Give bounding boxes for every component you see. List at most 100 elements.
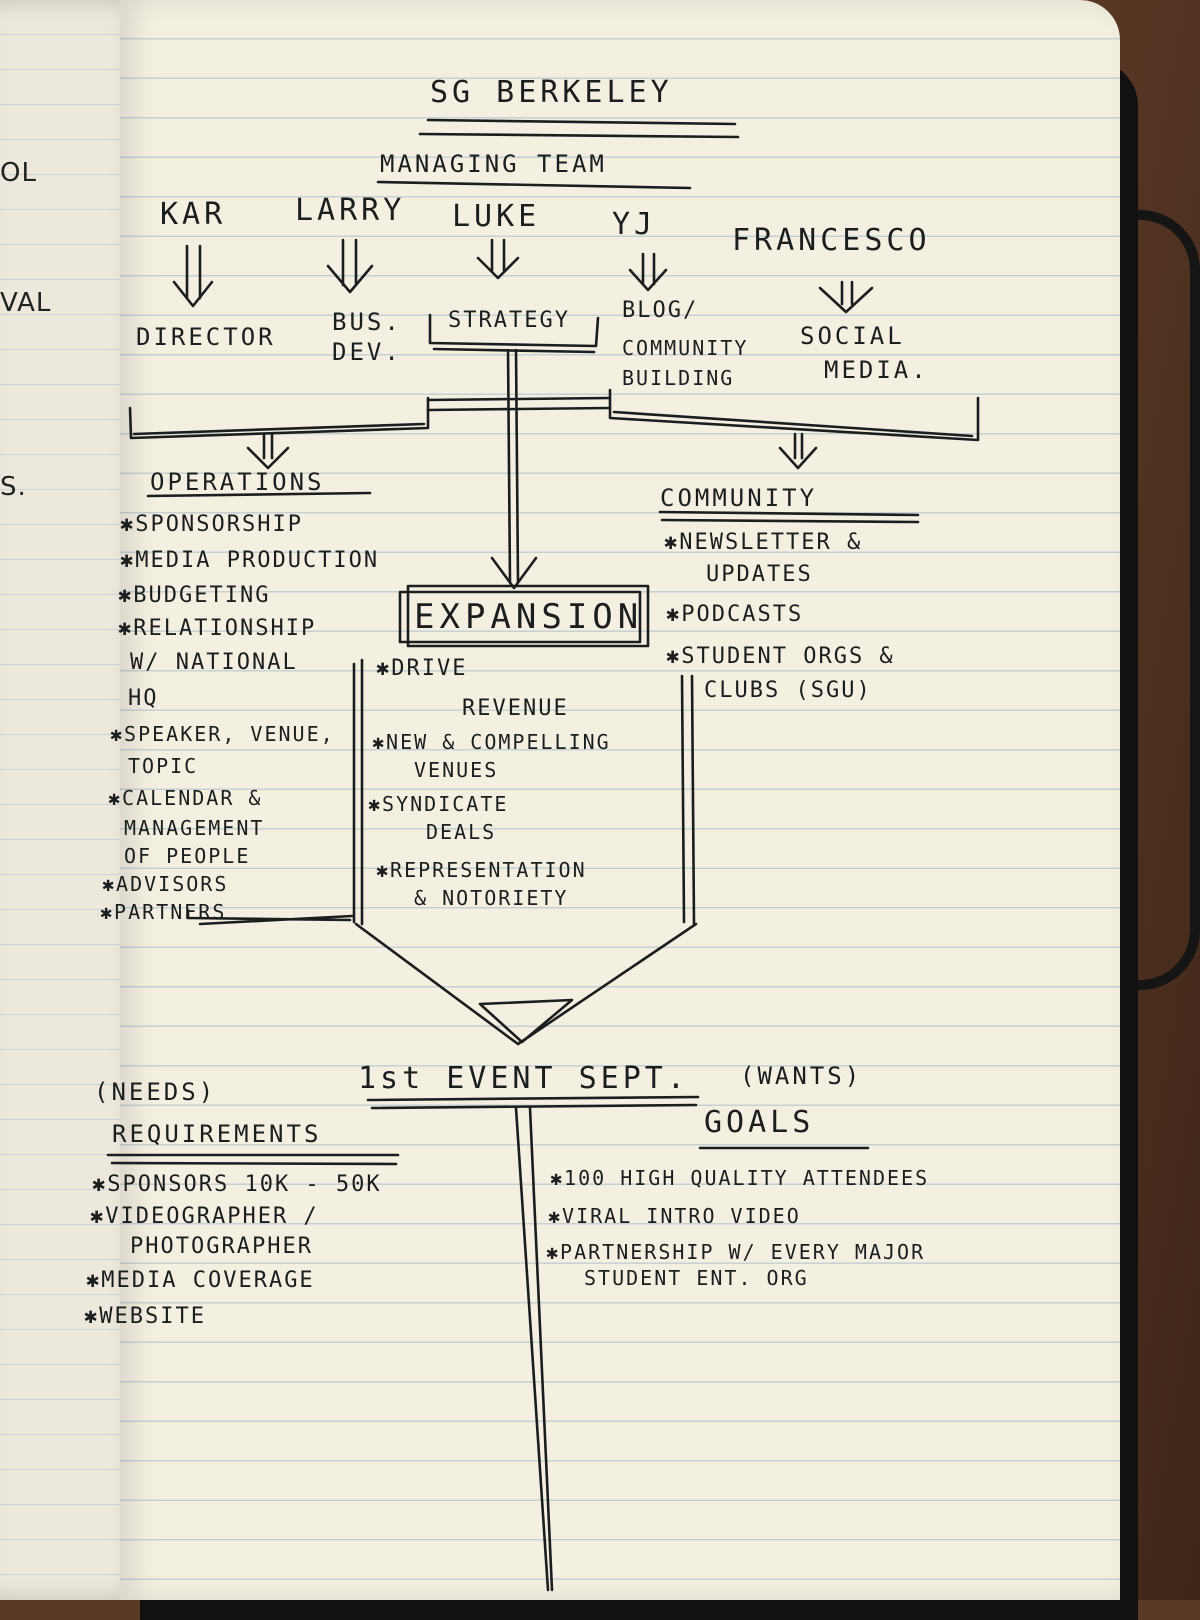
requirements-underline: [106, 1153, 400, 1166]
funnel-triangle: [478, 998, 574, 1044]
list-item-continued: CLUBS (SGU): [704, 678, 872, 703]
member-name: KAR: [160, 197, 227, 232]
star-bullet-icon: ✱: [376, 656, 392, 681]
member-role: SOCIAL: [800, 322, 905, 350]
diagram-title: SG BERKELEY: [430, 75, 673, 110]
operations-link: [186, 908, 354, 926]
list-item: ✱VIDEOGRAPHER /: [90, 1204, 319, 1229]
arrow-icon: [628, 252, 668, 292]
double-arrow-icon: [778, 432, 818, 470]
member-role: DEV.: [332, 338, 402, 366]
bracket-connector: [426, 396, 612, 412]
list-item: ✱REPRESENTATION: [376, 858, 587, 882]
member-role: STRATEGY: [448, 308, 570, 333]
star-bullet-icon: ✱: [376, 858, 391, 882]
left-page-fragment: S.: [0, 472, 27, 502]
list-item-continued: & NOTORIETY: [414, 886, 569, 910]
star-bullet-icon: ✱: [84, 1304, 100, 1329]
star-bullet-icon: ✱: [666, 644, 682, 669]
list-item-continued: MANAGEMENT: [124, 816, 265, 840]
left-page-fragment: VAL: [0, 288, 52, 318]
expansion-box-outline: [406, 584, 650, 648]
list-item-continued: HQ: [128, 686, 159, 711]
list-item-continued: W/ NATIONAL: [130, 650, 298, 675]
list-item: ✱ADVISORS: [102, 872, 229, 896]
list-item: ✱NEW & COMPELLING: [372, 730, 611, 754]
star-bullet-icon: ✱: [100, 900, 115, 924]
title-underline: [418, 118, 740, 139]
operations-heading: OPERATIONS: [150, 468, 325, 496]
arrow-icon: [172, 244, 214, 308]
star-bullet-icon: ✱: [110, 722, 125, 746]
goals-heading: GOALS: [704, 1105, 815, 1140]
star-bullet-icon: ✱: [548, 1204, 563, 1228]
list-item: ✱NEWSLETTER &: [664, 530, 863, 555]
requirements-note: (NEEDS): [94, 1078, 217, 1106]
event-stem: [514, 1106, 554, 1592]
star-bullet-icon: ✱: [546, 1240, 561, 1264]
list-item: ✱VIRAL INTRO VIDEO: [548, 1204, 801, 1228]
list-item: ✱DRIVE: [376, 656, 468, 681]
list-item-continued: DEALS: [426, 820, 497, 844]
member-role: BUILDING: [622, 366, 735, 390]
operations-bracket: [128, 396, 430, 440]
list-item: ✱SPONSORS 10K - 50K: [92, 1172, 382, 1197]
star-bullet-icon: ✱: [108, 786, 123, 810]
list-item: ✱SYNDICATE: [368, 792, 509, 816]
managing-team-underline: [376, 180, 692, 190]
expansion-heading: EXPANSION: [414, 597, 644, 637]
member-role: BUS.: [332, 308, 402, 336]
list-item: ✱PARTNERSHIP W/ EVERY MAJOR: [546, 1240, 926, 1264]
list-item: ✱SPONSORSHIP: [120, 512, 303, 537]
star-bullet-icon: ✱: [120, 548, 136, 573]
community-bracket: [608, 388, 980, 442]
double-arrow-icon: [326, 238, 374, 294]
list-item: ✱PODCASTS: [666, 602, 804, 627]
notebook-page: [120, 0, 1120, 1600]
strategy-bracket: [428, 313, 600, 354]
list-item-continued: PHOTOGRAPHER: [130, 1234, 313, 1259]
member-role: MEDIA.: [824, 356, 929, 384]
arrow-icon: [246, 433, 290, 470]
list-item: ✱STUDENT ORGS &: [666, 644, 895, 669]
list-item: ✱WEBSITE: [84, 1304, 206, 1329]
member-name: FRANCESCO: [732, 223, 931, 258]
star-bullet-icon: ✱: [550, 1166, 565, 1190]
event-heading: 1st EVENT SEPT.: [358, 1061, 689, 1096]
member-role: DIRECTOR: [136, 323, 276, 351]
list-item-continued: STUDENT ENT. ORG: [584, 1266, 809, 1290]
list-item-continued: UPDATES: [706, 562, 813, 587]
arrow-icon: [476, 238, 520, 280]
community-bracket: [612, 410, 974, 438]
star-bullet-icon: ✱: [368, 792, 383, 816]
funnel-bottom: [354, 922, 698, 1046]
operations-underline: [146, 491, 372, 498]
member-role: BLOG/: [622, 298, 699, 323]
elastic-strap: [1100, 210, 1200, 990]
list-item: ✱CALENDAR &: [108, 786, 263, 810]
operations-bracket: [132, 422, 426, 436]
goals-note: (WANTS): [740, 1062, 863, 1090]
star-bullet-icon: ✱: [102, 872, 117, 896]
star-bullet-icon: ✱: [372, 730, 387, 754]
member-name: LUKE: [452, 199, 541, 234]
community-heading: COMMUNITY: [660, 484, 818, 512]
star-bullet-icon: ✱: [664, 530, 680, 555]
star-bullet-icon: ✱: [86, 1268, 102, 1293]
list-item: ✱BUDGETING: [118, 583, 271, 608]
star-bullet-icon: ✱: [118, 616, 134, 641]
list-item: ✱PARTNERS: [100, 900, 227, 924]
member-role: COMMUNITY: [622, 336, 749, 360]
list-item: ✱100 HIGH QUALITY ATTENDEES: [550, 1166, 930, 1190]
managing-team-heading: MANAGING TEAM: [380, 150, 607, 178]
list-item: ✱MEDIA COVERAGE: [86, 1268, 315, 1293]
star-bullet-icon: ✱: [90, 1204, 106, 1229]
star-bullet-icon: ✱: [120, 512, 136, 537]
event-underline: [366, 1095, 700, 1110]
requirements-heading: REQUIREMENTS: [112, 1120, 322, 1148]
member-name: LARRY: [295, 193, 406, 228]
left-page-fragment: OL: [0, 158, 37, 188]
star-bullet-icon: ✱: [118, 583, 134, 608]
arrow-icon: [818, 280, 874, 314]
